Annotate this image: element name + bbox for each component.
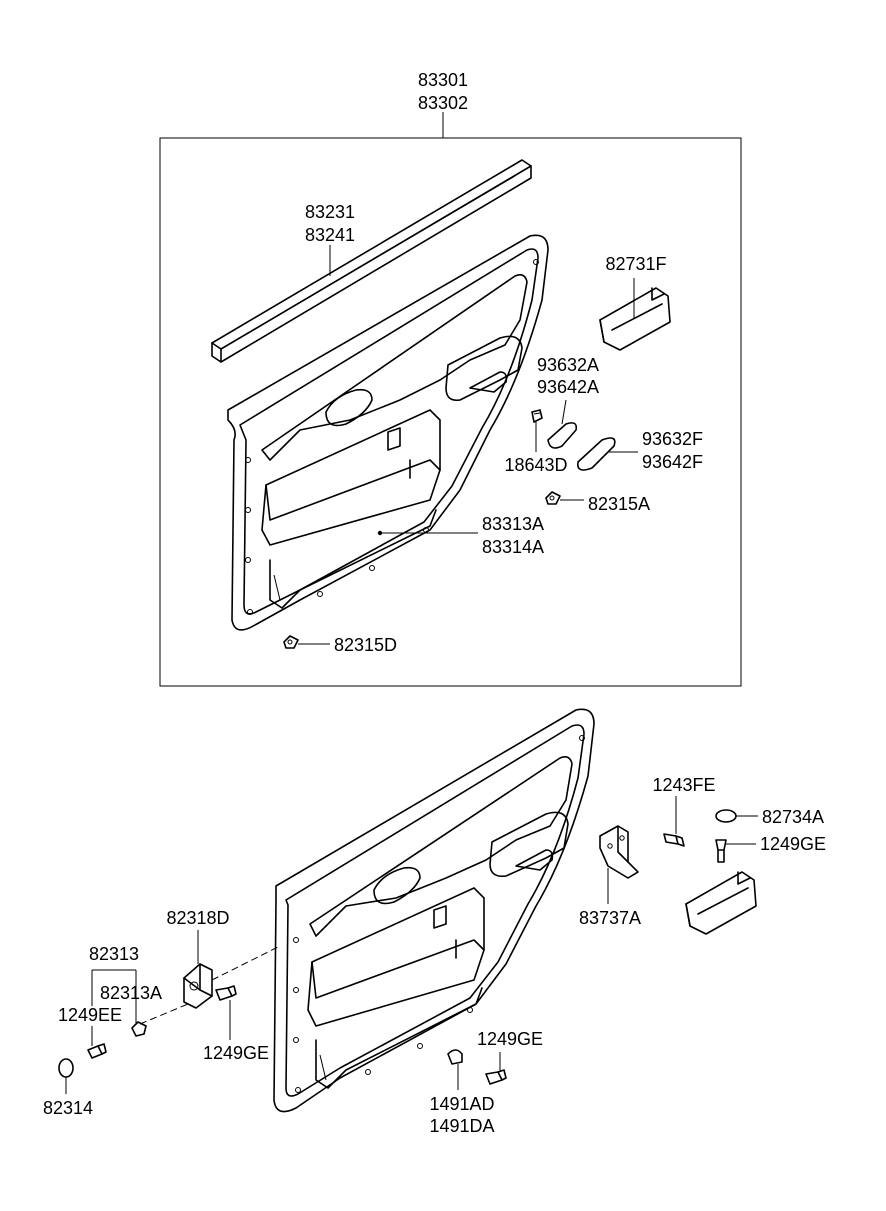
label-82731F: 82731F: [605, 254, 666, 274]
label-1249GE-handle: 1249GE: [203, 1043, 269, 1063]
label-82318D: 82318D: [166, 908, 229, 928]
bulb-18643D: [531, 409, 543, 423]
screw-1249EE: [87, 1043, 107, 1059]
label-82315A: 82315A: [588, 494, 650, 514]
label-82315D: 82315D: [334, 635, 397, 655]
screw-1249GE-right: [715, 839, 727, 863]
label-83313A: 83313A: [482, 514, 544, 534]
cap-82314: [58, 1058, 74, 1078]
label-83231: 83231: [305, 202, 355, 222]
screw-1249GE-bottom: [485, 1069, 507, 1085]
label-93632A: 93632A: [537, 355, 599, 375]
door-trim-panel-bottom: [273, 708, 595, 1113]
cover-bottom-right: [685, 871, 757, 935]
label-82313A: 82313A: [100, 983, 162, 1003]
screw-1249GE-handle: [215, 985, 237, 1001]
label-1491AD: 1491AD: [429, 1094, 494, 1114]
label-18643D: 18643D: [504, 455, 567, 475]
weatherstrip-part: [211, 159, 532, 363]
plate-93632A: [547, 422, 578, 449]
label-83737A: 83737A: [579, 908, 641, 928]
label-83301: 83301: [418, 70, 468, 90]
label-1243FE: 1243FE: [652, 775, 715, 795]
label-93642F: 93642F: [642, 452, 703, 472]
label-1249GE-right: 1249GE: [760, 834, 826, 854]
assembly-line-82313A: [139, 1003, 189, 1025]
cover-82731F: [599, 287, 671, 351]
label-93632F: 93632F: [642, 429, 703, 449]
assembly-frame: [159, 137, 742, 687]
cap-82734A: [715, 809, 737, 823]
clip-82315D: [283, 635, 299, 649]
door-trim-panel-top: [227, 234, 549, 631]
clip-1491AD: [447, 1049, 463, 1065]
assembly-line-82318D: [211, 945, 281, 981]
clip-82315A: [545, 491, 561, 505]
label-82734A: 82734A: [762, 807, 824, 827]
label-1249EE: 1249EE: [58, 1005, 122, 1025]
label-93642A: 93642A: [537, 377, 599, 397]
screw-1243FE: [663, 833, 685, 847]
label-82314: 82314: [43, 1098, 93, 1118]
lens-93632F: [576, 437, 616, 471]
label-83302: 83302: [418, 93, 468, 113]
cap-82313A: [131, 1021, 147, 1037]
bracket-83737A: [599, 825, 639, 879]
leader-93632A: [561, 399, 567, 425]
label-1491DA: 1491DA: [429, 1116, 494, 1136]
label-83241: 83241: [305, 225, 355, 245]
label-83314A: 83314A: [482, 537, 544, 557]
label-82313: 82313: [89, 944, 139, 964]
label-1249GE-bottom: 1249GE: [477, 1029, 543, 1049]
handle-82318D: [183, 963, 213, 1009]
